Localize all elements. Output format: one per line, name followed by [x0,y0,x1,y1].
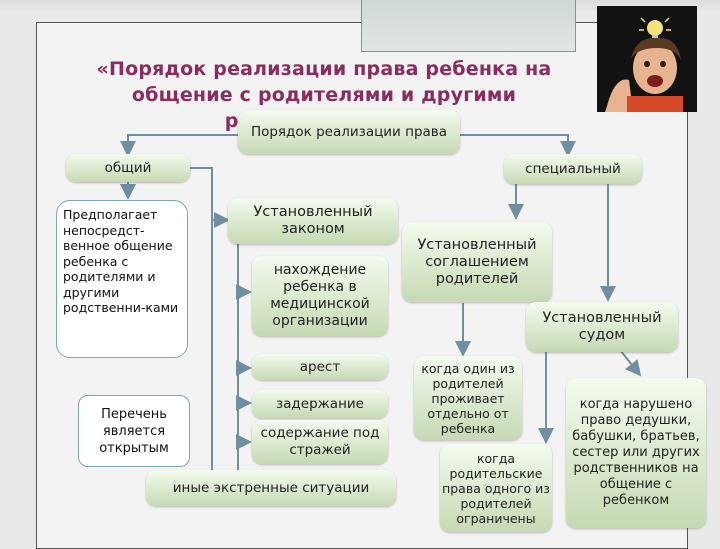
special-box: специальный [504,154,642,184]
root-box: Порядок реализации права [238,110,460,154]
limited-rights-box: когда родительские права одного из родит… [440,444,552,532]
arrest-box: арест [252,354,388,380]
by-agreement-label: Установленный соглашением родителей [417,236,537,287]
separate-parent-label: когда один из родителей проживает отдель… [421,360,515,436]
boy-photo [597,6,697,112]
arrest-label: арест [299,358,341,375]
limited-rights-label: когда родительские права одного из родит… [442,450,550,526]
by-law-box: Установленный законом [228,198,398,244]
special-label: специальный [525,160,621,177]
general-label: общий [104,159,152,176]
boy-photo-illustration [597,6,697,112]
open-list-text: Перечень является открытым [99,406,169,456]
general-description-text: Предполагает непосредст-венное общение р… [63,207,179,315]
relatives-violated-label: когда нарушено право дедушки, бабушки, б… [572,397,700,508]
relatives-violated-box: когда нарушено право дедушки, бабушки, б… [566,378,706,528]
medical-label: нахождение ребенка в медицинской организ… [270,262,370,329]
custody-box: содержание под стражей [252,420,388,464]
emergency-label: иные экстренные ситуации [172,479,370,496]
by-agreement-box: Установленный соглашением родителей [402,222,552,302]
detention-box: задержание [252,390,388,418]
general-description-box: Предполагает непосредст-венное общение р… [56,200,188,358]
accent-rectangle [361,0,576,52]
medical-box: нахождение ребенка в медицинской организ… [252,256,388,336]
emergency-box: иные экстренные ситуации [146,470,396,506]
by-court-box: Установленный судом [526,302,678,352]
detention-label: задержание [275,395,364,412]
by-court-label: Установленный судом [542,310,662,343]
open-list-box: Перечень является открытым [78,395,190,467]
root-label: Порядок реализации права [250,123,448,140]
custody-label: содержание под стражей [260,425,380,458]
lightbulb-icon [647,20,663,36]
general-box: общий [66,154,190,182]
by-law-label: Установленный законом [253,204,373,237]
separate-parent-box: когда один из родителей проживает отдель… [414,356,522,440]
